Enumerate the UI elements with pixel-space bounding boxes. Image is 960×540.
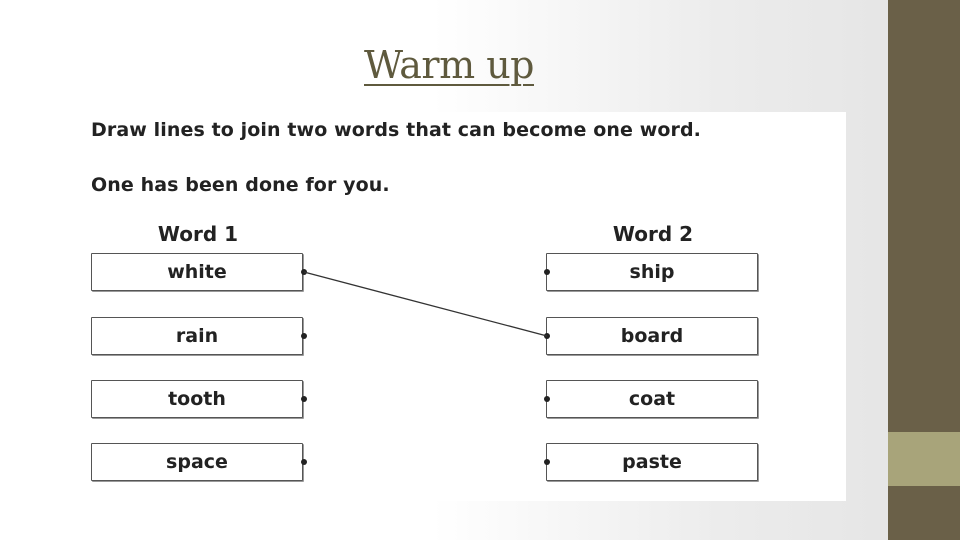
word2-box-ship: ship [546,253,758,291]
word1-dot-space [301,459,307,465]
worksheet-image: Draw lines to join two words that can be… [76,112,846,501]
instruction-text: Draw lines to join two words that can be… [91,119,701,141]
word2-column-header: Word 2 [612,222,694,246]
word1-box-white: white [91,253,303,291]
word2-dot-ship [544,269,550,275]
word1-dot-white [301,269,307,275]
decorative-side-accent [888,432,960,486]
word1-dot-rain [301,333,307,339]
word2-dot-coat [544,396,550,402]
word1-dot-tooth [301,396,307,402]
example-connector-line [303,271,548,337]
word2-dot-space [544,459,550,465]
instruction-note: One has been done for you. [91,174,390,196]
word1-box-rain: rain [91,317,303,355]
word2-box-paste: paste [546,443,758,481]
slide-title: Warm up [364,43,535,87]
word2-box-board: board [546,317,758,355]
word2-box-coat: coat [546,380,758,418]
word1-column-header: Word 1 [157,222,239,246]
word2-dot-board [544,333,550,339]
word1-box-tooth: tooth [91,380,303,418]
word1-box-space: space [91,443,303,481]
